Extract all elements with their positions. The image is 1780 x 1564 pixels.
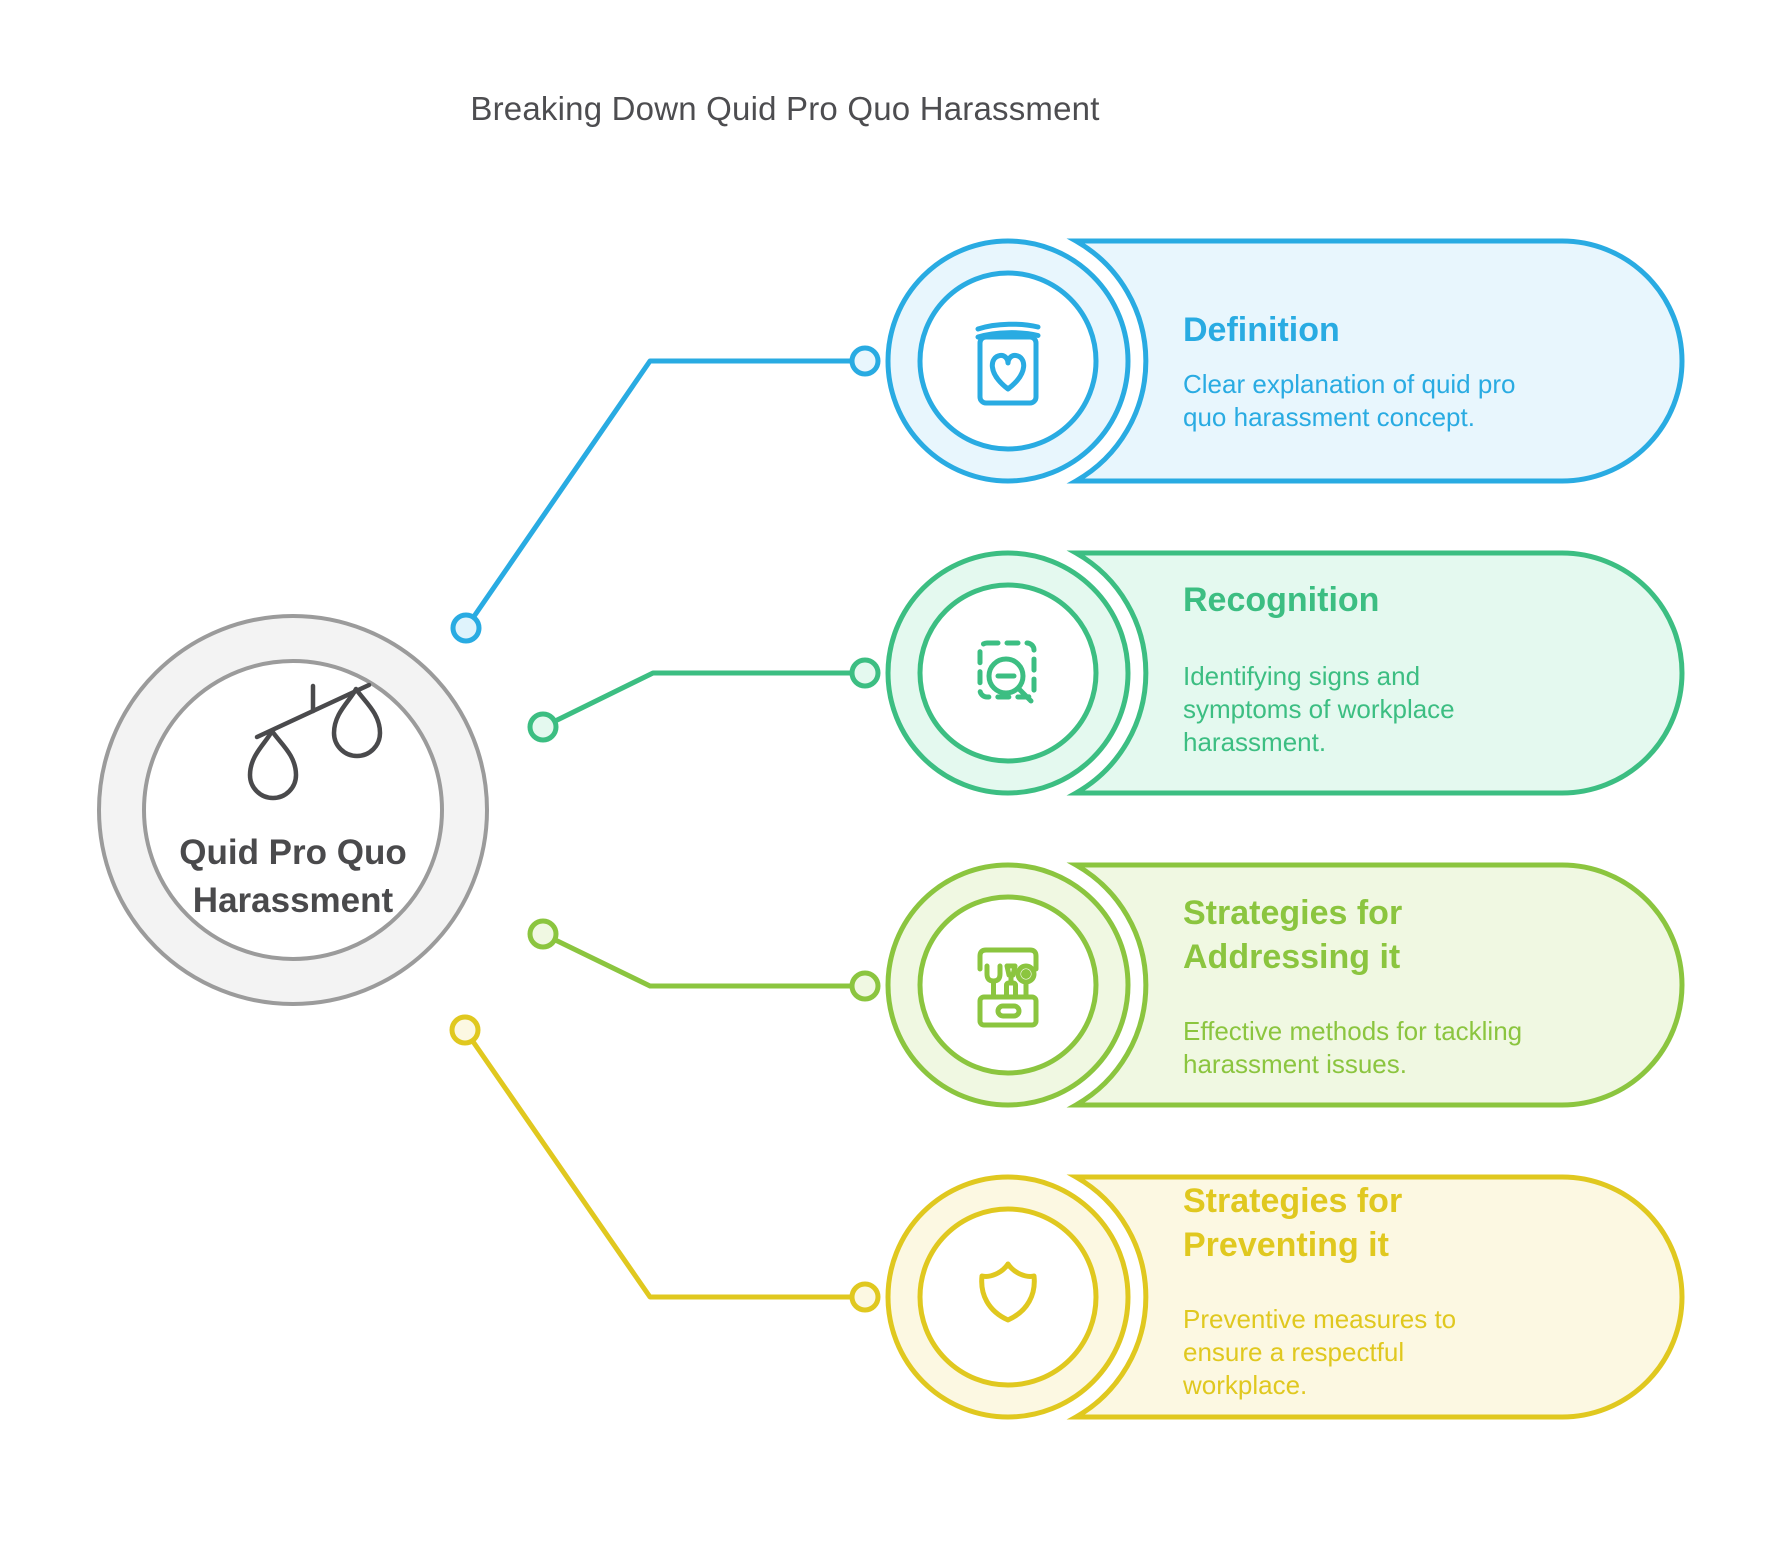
toolbox-icon <box>977 947 1039 1028</box>
card-addressing-shape <box>885 862 1685 1108</box>
unbalanced-scales-icon <box>247 682 383 801</box>
node-dot <box>849 657 881 689</box>
card-description: Effective methods for tackling harassmen… <box>1183 1016 1523 1079</box>
page-title: Breaking Down Quid Pro Quo Harassment <box>470 90 1100 127</box>
central-hub: Quid Pro Quo Harassment <box>97 614 489 1006</box>
connector-recognition <box>540 670 865 730</box>
card-preventing: Strategies for Preventing it Preventive … <box>880 1169 1690 1425</box>
card-recognition: Recognition Identifying signs and sympto… <box>880 545 1690 801</box>
node-dot <box>849 345 881 377</box>
card-definition: Definition Clear explanation of quid pro… <box>880 233 1690 489</box>
card-title: Strategies for Preventing it <box>1183 1182 1403 1264</box>
node-dot <box>527 918 559 950</box>
card-title: Strategies for Addressing it <box>1183 894 1403 976</box>
connector-preventing <box>462 1027 865 1300</box>
card-description: Clear explanation of quid pro quo harass… <box>1183 369 1516 432</box>
node-dot <box>527 711 559 743</box>
card-recognition-shape <box>885 550 1685 796</box>
card-definition-shape <box>885 238 1685 484</box>
connector-addressing <box>540 931 865 989</box>
book-heart-icon <box>975 321 1041 406</box>
node-dot <box>449 1014 481 1046</box>
connector-definition <box>463 358 865 631</box>
card-description: Identifying signs and symptoms of workpl… <box>1183 661 1455 757</box>
card-addressing: Strategies for Addressing it Effective m… <box>880 857 1690 1113</box>
card-description: Preventive measures to ensure a respectf… <box>1183 1304 1457 1400</box>
magnifier-scan-icon <box>977 640 1037 704</box>
card-title: Definition <box>1183 311 1340 349</box>
card-preventing-shape <box>885 1174 1685 1420</box>
shield-icon <box>979 1261 1037 1323</box>
card-title: Recognition <box>1183 581 1380 619</box>
hub-inner-circle <box>142 659 444 961</box>
node-dot <box>849 970 881 1002</box>
hub-label: Quid Pro Quo Harassment <box>179 833 407 920</box>
node-dot <box>450 612 482 644</box>
node-dot <box>849 1281 881 1313</box>
